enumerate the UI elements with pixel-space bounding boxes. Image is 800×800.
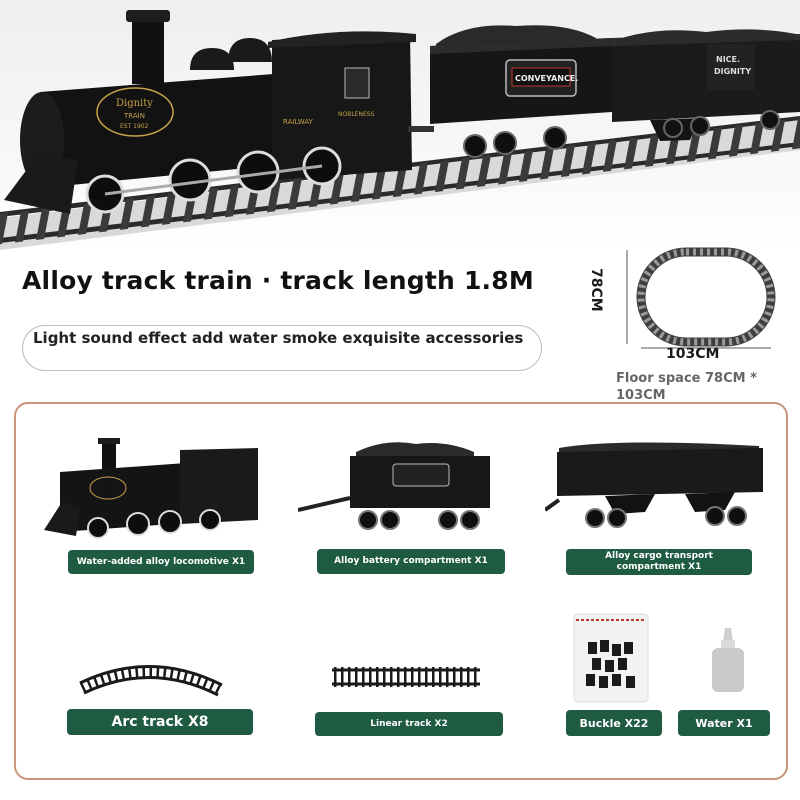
- railroad-tie: [603, 139, 617, 172]
- loop-width-label: 103CM: [666, 346, 720, 362]
- railroad-tie: [729, 124, 743, 157]
- railroad-tie: [582, 142, 596, 175]
- water-bottle-thumbnail: [712, 628, 744, 692]
- nice-decal: NICE.: [716, 55, 740, 64]
- railroad-tie: [645, 134, 659, 167]
- railroad-tie: [708, 127, 722, 160]
- item-locomotive: [40, 432, 265, 542]
- item-label-buckle: Buckle X22: [566, 710, 662, 736]
- coal-tender: CONVEYANCE.: [430, 25, 612, 158]
- loop-height-label: 78CM: [588, 268, 604, 312]
- hopper-car: NICE. DIGNITY: [599, 29, 800, 141]
- railroad-tie: [435, 160, 449, 193]
- railway-decal: RAILWAY: [283, 118, 313, 126]
- item-linear-track: [330, 660, 482, 694]
- item-label-water: Water X1: [678, 710, 770, 736]
- railroad-tie: [288, 177, 302, 210]
- hero-train-photo: NICE. DIGNITY CONVEYANCE.: [0, 0, 800, 250]
- floor-space-note: Floor space 78CM * 103CM: [616, 371, 757, 402]
- train-decal: TRAIN: [123, 112, 145, 120]
- railroad-tie: [750, 122, 764, 155]
- linear-track-thumbnail: [332, 667, 480, 687]
- railroad-tie: [78, 202, 92, 235]
- railroad-tie: [540, 147, 554, 180]
- railroad-tie: [687, 129, 701, 162]
- railroad-tie: [792, 117, 800, 150]
- locomotive-thumbnail: [44, 438, 258, 539]
- railroad-tie: [0, 213, 8, 245]
- railroad-tie: [15, 210, 29, 243]
- item-label-battery-compartment: Alloy battery compartment X1: [317, 549, 505, 574]
- features-callout: Light sound effect add water smoke exqui…: [22, 325, 542, 371]
- railroad-tie: [351, 170, 365, 203]
- railroad-tie: [372, 167, 386, 200]
- item-arc-track: [76, 655, 226, 699]
- railroad-tie: [330, 172, 344, 205]
- est-decal: EST 1902: [120, 123, 149, 130]
- arc-track-thumbnail: [79, 665, 223, 697]
- railroad-tie: [120, 197, 134, 230]
- railroad-tie: [456, 157, 470, 190]
- train-on-track-illustration: NICE. DIGNITY CONVEYANCE.: [0, 10, 800, 250]
- locomotive: Dignity TRAIN EST 1902 RAILWAY NOBLENESS: [4, 10, 434, 214]
- dignity-car-decal: DIGNITY: [714, 67, 751, 76]
- item-label-locomotive: Water-added alloy locomotive X1: [68, 550, 254, 574]
- item-label-cargo-compartment: Alloy cargo transport compartment X1: [566, 549, 752, 575]
- item-buckles: [572, 612, 650, 704]
- railroad-tie: [36, 207, 50, 240]
- railroad-tie: [519, 150, 533, 182]
- headline: Alloy track train · track length 1.8M: [22, 266, 534, 295]
- dignity-decal: Dignity: [116, 98, 153, 109]
- item-label-arc-track: Arc track X8: [67, 709, 253, 735]
- railroad-tie: [624, 137, 638, 170]
- buckle-bag-thumbnail: [573, 613, 649, 703]
- tender-thumbnail: [298, 442, 490, 530]
- railroad-tie: [393, 165, 407, 198]
- nobleness-decal: NOBLENESS: [338, 111, 375, 118]
- railroad-tie: [141, 195, 155, 228]
- railroad-tie: [225, 185, 239, 218]
- item-hopper: [545, 440, 767, 535]
- railroad-tie: [204, 187, 218, 220]
- railroad-tie: [162, 192, 176, 225]
- railroad-tie: [771, 119, 785, 152]
- item-label-linear-track: Linear track X2: [315, 712, 503, 736]
- item-water-bottle: [708, 626, 748, 694]
- railroad-tie: [414, 162, 428, 195]
- track-loop-diagram: [626, 247, 776, 349]
- hopper-thumbnail: [545, 442, 763, 528]
- conveyance-decal: CONVEYANCE.: [515, 74, 578, 83]
- railroad-tie: [498, 152, 512, 185]
- railroad-tie: [477, 155, 491, 188]
- item-tender: [298, 440, 493, 535]
- railroad-tie: [267, 180, 281, 213]
- railroad-tie: [561, 144, 575, 177]
